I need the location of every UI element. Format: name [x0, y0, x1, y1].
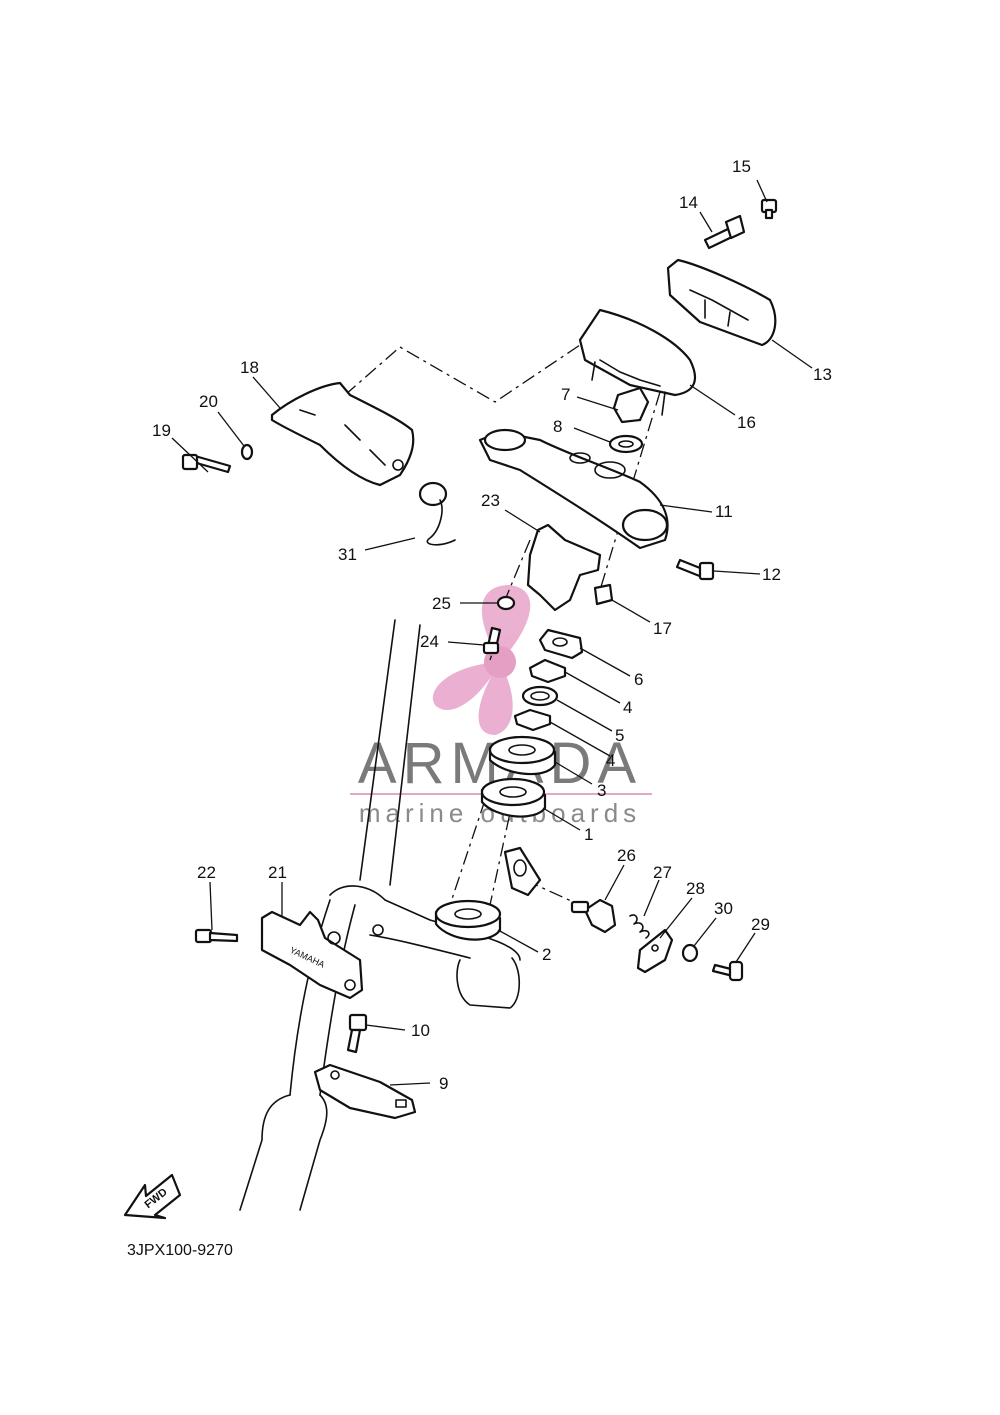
part-6-lock-washer [538, 628, 584, 660]
callout-21: 21 [268, 863, 287, 882]
callout-11: 11 [715, 502, 733, 521]
callout-22: 22 [197, 863, 216, 882]
part-24-bolt [482, 626, 502, 655]
callout-18: 18 [240, 358, 259, 377]
part-1-bearing [480, 777, 547, 818]
callout-23: 23 [481, 491, 500, 510]
part-19-bolt [181, 453, 232, 474]
part-17-cap [593, 583, 614, 606]
part-4-washer-lower [513, 708, 552, 732]
callout-10: 10 [411, 1021, 430, 1040]
callout-7: 7 [561, 385, 570, 404]
part-22-bolt [194, 928, 239, 944]
part-27-spring [629, 914, 650, 939]
callout-30: 30 [714, 899, 733, 918]
callout-19: 19 [152, 421, 171, 440]
callout-5: 5 [615, 726, 624, 745]
callout-28: 28 [686, 879, 705, 898]
callout-27: 27 [653, 863, 672, 882]
diagram-code: 3JPX100-9270 [127, 1242, 233, 1259]
part-3-bearing [488, 735, 557, 776]
part-23-bracket [526, 523, 602, 612]
pivot-sleeve [503, 846, 542, 897]
callout-3: 3 [597, 781, 606, 800]
part-12-bolt [675, 558, 715, 581]
part-18-handle-bracket [270, 381, 415, 487]
callout-12: 12 [762, 565, 781, 584]
callout-31: 31 [338, 545, 357, 564]
part-28-plate [636, 928, 674, 974]
callout-labels: 1 2 3 4 4 5 6 7 8 9 10 11 12 13 14 15 16… [152, 157, 832, 1093]
callout-8: 8 [553, 417, 562, 436]
callout-20: 20 [199, 392, 218, 411]
fork-frame-outline [239, 619, 521, 1211]
callout-13: 13 [813, 365, 832, 384]
part-30-washer [681, 943, 699, 963]
part-26-damper [570, 898, 617, 934]
callout-29: 29 [751, 915, 770, 934]
part-8-washer [608, 434, 644, 454]
part-21-lower-bracket-emblem: YAMAHA [260, 910, 364, 1000]
part-5-ring-nut [521, 685, 559, 707]
part-20-washer [240, 443, 254, 461]
callout-4-lower: 4 [606, 751, 615, 770]
part-9-lower-plate [313, 1063, 417, 1120]
part-31-clip [418, 481, 456, 546]
fwd-arrow-icon: FWD [123, 1173, 182, 1220]
callout-2: 2 [542, 945, 551, 964]
part-2-bearing [434, 899, 502, 941]
callout-26: 26 [617, 846, 636, 865]
callout-16: 16 [737, 413, 756, 432]
callout-25: 25 [432, 594, 451, 613]
part-13-handlebar-cover [666, 258, 777, 347]
callout-14: 14 [679, 193, 698, 212]
callout-1: 1 [584, 825, 593, 844]
part-4-washer-upper [528, 658, 567, 684]
part-14-bolt [703, 214, 746, 250]
part-29-screw [711, 960, 744, 982]
callout-15: 15 [732, 157, 751, 176]
part-16-handlebar-cover [578, 308, 697, 416]
callout-9: 9 [439, 1074, 448, 1093]
part-15-screw [760, 198, 778, 220]
part-10-bolt [346, 1013, 368, 1054]
leader-lines [171, 179, 813, 1086]
part-11-upper-bracket [478, 428, 669, 550]
callout-17: 17 [653, 619, 672, 638]
callout-4-upper: 4 [623, 698, 632, 717]
callout-6: 6 [634, 670, 643, 689]
part-7-nut [612, 386, 650, 424]
callout-24: 24 [420, 632, 439, 651]
part-25-nut [496, 595, 516, 611]
